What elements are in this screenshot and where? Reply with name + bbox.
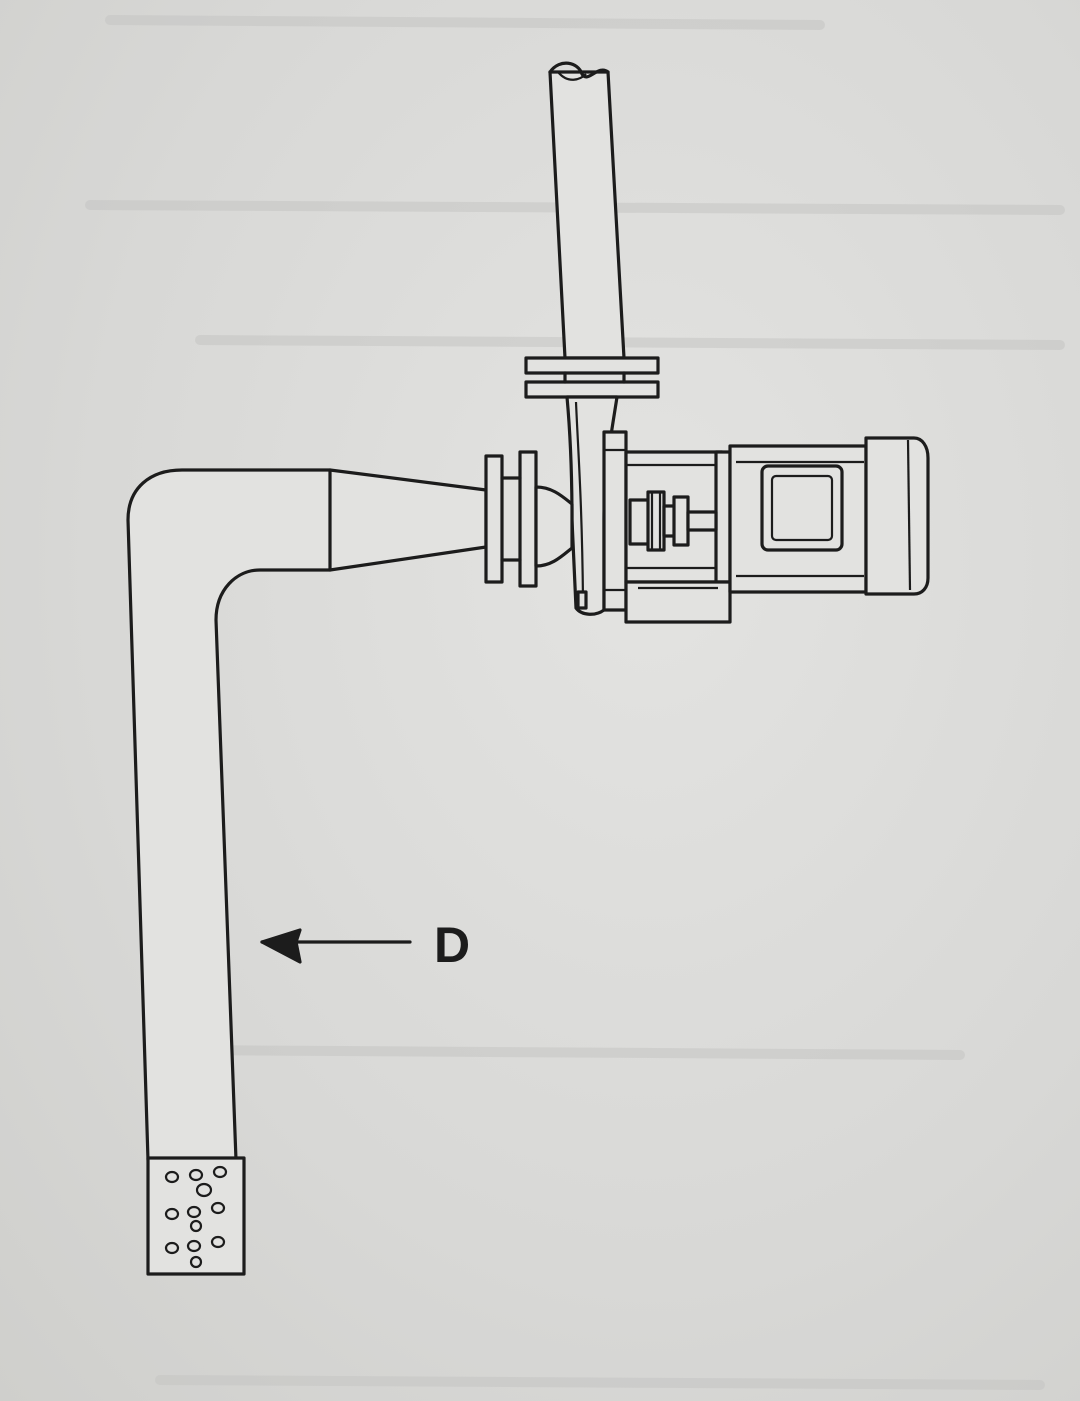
shaft-coupling (628, 490, 718, 552)
discharge-pipe (548, 61, 626, 360)
suction-flange (484, 450, 538, 588)
discharge-flange (524, 356, 660, 399)
electric-motor (728, 436, 930, 596)
pump-inlet (534, 485, 574, 568)
callout-d: D (260, 917, 470, 973)
foot-strainer (146, 1156, 246, 1276)
bleed-through (85, 15, 1065, 1390)
callout-arrowhead (260, 928, 302, 964)
label-d: D (434, 917, 470, 973)
pump-volute (565, 395, 628, 616)
